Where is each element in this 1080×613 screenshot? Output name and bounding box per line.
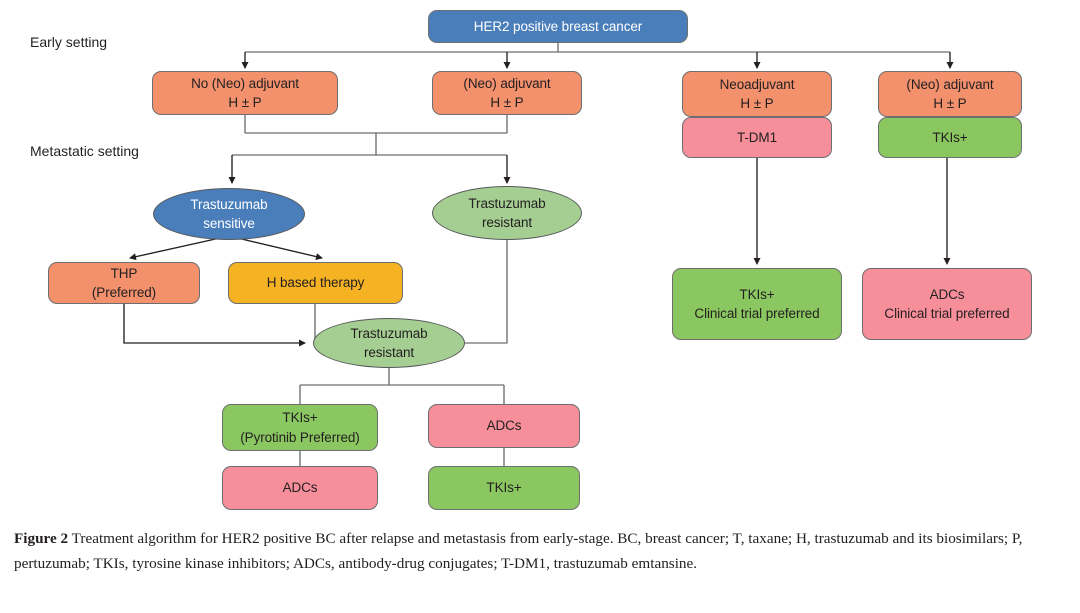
node-label-line: sensitive <box>203 216 255 231</box>
node-t-dm1: T-DM1 <box>682 117 832 158</box>
node-label-line: TKIs+ <box>282 410 318 426</box>
node-label-line: (Neo) adjuvant <box>463 75 551 91</box>
node-label-line: Clinical trial preferred <box>694 306 820 321</box>
node-label-line: No (Neo) adjuvant <box>191 75 299 91</box>
node-label-line: THP <box>110 265 138 281</box>
node-label-line: H ± P <box>933 96 967 111</box>
node-thp-preferred: THP (Preferred) <box>48 262 200 304</box>
node-label-line: H ± P <box>740 96 774 111</box>
node-label-line: Trastuzumab <box>468 195 546 211</box>
node-tkis-plus-right: TKIs+ <box>878 117 1022 158</box>
node-her2-positive-breast-cancer: HER2 positive breast cancer <box>428 10 688 43</box>
node-label-line: H based therapy <box>266 275 365 291</box>
node-label-line: Neoadjuvant <box>719 76 795 92</box>
node-trastuzumab-resistant-upper: Trastuzumab resistant <box>432 186 582 240</box>
figure-caption: Figure 2 Treatment algorithm for HER2 po… <box>14 527 1066 576</box>
node-label-line: (Neo) adjuvant <box>906 76 994 92</box>
node-tkis-pyrotinib-preferred: TKIs+ (Pyrotinib Preferred) <box>222 404 378 451</box>
stage-label-metastatic-setting: Metastatic setting <box>30 143 139 159</box>
node-h-based-therapy: H based therapy <box>228 262 403 304</box>
node-no-neo-adjuvant: No (Neo) adjuvant H ± P <box>152 71 338 115</box>
node-tkis-clinical-trial-preferred: TKIs+ Clinical trial preferred <box>672 268 842 340</box>
node-label-line: ADCs <box>486 418 522 434</box>
node-label-line: ADCs <box>282 480 318 496</box>
node-label-line: ADCs <box>929 286 965 302</box>
node-adcs-bottom-mid: ADCs <box>428 404 580 448</box>
node-label-line: Trastuzumab <box>350 325 428 341</box>
node-trastuzumab-resistant-mid: Trastuzumab resistant <box>313 318 465 368</box>
figure-caption-text: Treatment algorithm for HER2 positive BC… <box>14 530 1023 572</box>
node-label-line: T-DM1 <box>736 129 777 145</box>
node-label-line: TKIs+ <box>932 129 968 145</box>
node-trastuzumab-sensitive: Trastuzumab sensitive <box>153 188 305 240</box>
node-label-line: TKIs+ <box>739 286 775 302</box>
node-adcs-bottom-left: ADCs <box>222 466 378 510</box>
stage-label-early-setting: Early setting <box>30 34 108 50</box>
node-label-line: resistant <box>363 345 415 360</box>
node-label-line: H ± P <box>228 95 262 110</box>
node-label-line: resistant <box>481 215 533 230</box>
node-neo-adjuvant-right: (Neo) adjuvant H ± P <box>878 71 1022 117</box>
node-tkis-plus-bottom-mid: TKIs+ <box>428 466 580 510</box>
node-neoadjuvant-hp: Neoadjuvant H ± P <box>682 71 832 117</box>
treatment-algorithm-diagram: Early setting Metastatic setting HER2 po… <box>30 10 1032 510</box>
node-label-line: (Pyrotinib Preferred) <box>240 429 360 445</box>
figure-caption-label: Figure 2 <box>14 530 69 547</box>
node-label-line: Trastuzumab <box>190 196 268 212</box>
node-label-line: HER2 positive breast cancer <box>473 18 643 34</box>
node-label-line: TKIs+ <box>486 480 522 496</box>
node-label-line: H ± P <box>490 95 524 110</box>
node-label-line: Clinical trial preferred <box>884 306 1010 321</box>
node-neo-adjuvant: (Neo) adjuvant H ± P <box>432 71 582 115</box>
node-label-line: (Preferred) <box>91 285 157 300</box>
